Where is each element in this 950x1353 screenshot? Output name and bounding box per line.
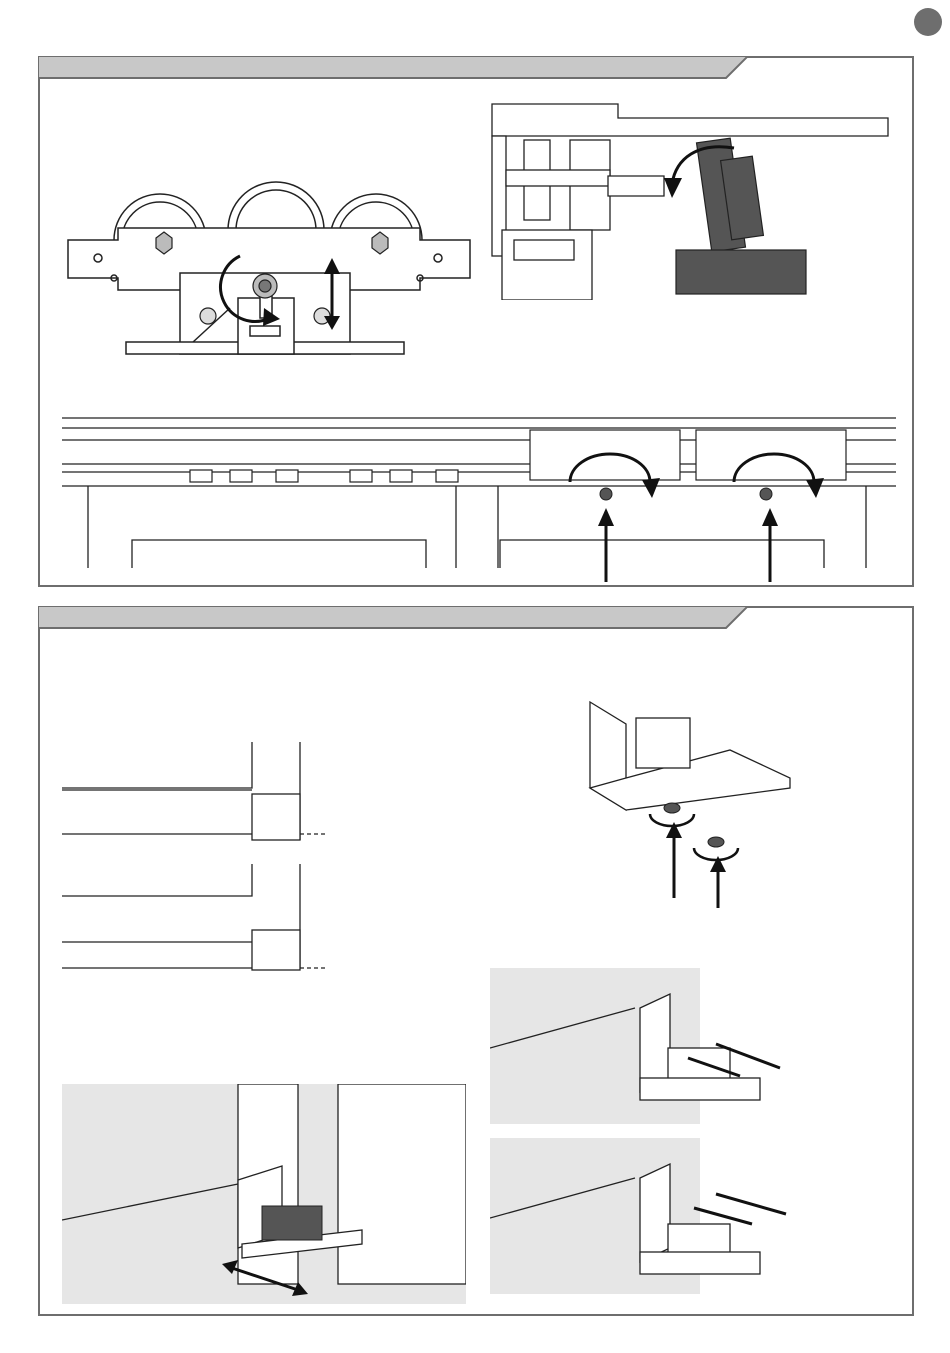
section-1-header-band — [38, 56, 748, 80]
guide-installed-detail-2-figure — [490, 1138, 790, 1294]
track-trolleys-figure — [60, 398, 900, 588]
floor-guide-alignment-figure — [60, 738, 340, 978]
floor-guide-sliding-figure — [62, 1084, 466, 1304]
section-1-panel — [38, 56, 914, 587]
guide-installed-detail-1-figure — [490, 968, 790, 1124]
page-marker-dot — [914, 8, 942, 36]
profile-section-figure — [488, 100, 918, 300]
trolley-adjustment-figure — [60, 178, 480, 358]
floor-guide-screws-figure — [580, 698, 840, 908]
section-2-panel — [38, 606, 914, 1316]
section-2-header-band — [38, 606, 748, 630]
